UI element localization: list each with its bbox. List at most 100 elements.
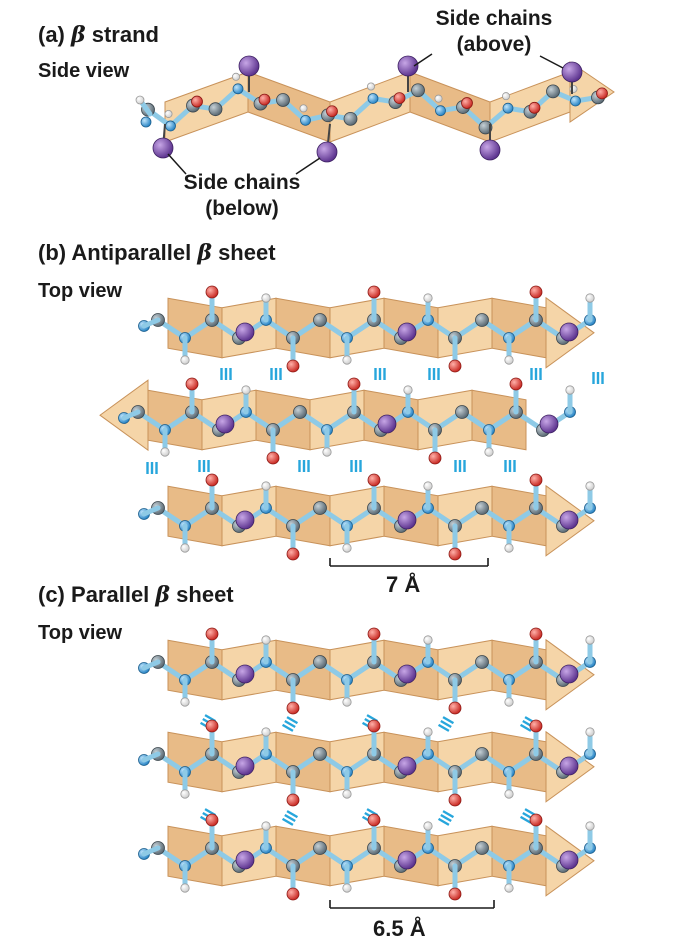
backbone-bond <box>121 409 141 421</box>
oxygen-atom <box>205 285 219 299</box>
callout-above-leader <box>413 53 433 67</box>
antiparallel-hbond <box>270 368 282 380</box>
carbon-atom <box>313 501 327 515</box>
side-chain <box>559 664 579 684</box>
ribbon-panel <box>275 731 331 793</box>
oxygen-atom <box>367 285 381 299</box>
side-chain <box>397 850 417 870</box>
hydrogen-atom <box>585 481 595 491</box>
carbon-atom <box>475 655 489 669</box>
carbon-atom <box>475 501 489 515</box>
callout-above-line2: (above) <box>456 33 532 56</box>
side-chain <box>397 322 417 342</box>
side-chain <box>235 664 255 684</box>
oxygen-atom <box>191 95 203 108</box>
scale-bar-layer <box>329 558 495 909</box>
ribbon-panel <box>437 639 493 701</box>
ribbon-panel <box>275 297 331 359</box>
hydrogen-atom <box>565 385 575 395</box>
callout-side-chains-above: Side chains (above) <box>428 6 560 58</box>
hydrogen-atom <box>261 481 271 491</box>
panel-b-view: Top view <box>38 280 123 302</box>
oxygen-atom <box>347 377 361 391</box>
panel-b-spacing-label: 7 Å <box>386 572 421 597</box>
oxygen-atom <box>448 887 462 901</box>
hydrogen-atom <box>261 727 271 737</box>
hydrogen-atom <box>403 385 413 395</box>
oxygen-atom <box>185 377 199 391</box>
panel-c-title-post: sheet <box>176 582 234 607</box>
hydrogen-atom <box>434 94 443 103</box>
side-chain <box>539 414 559 434</box>
hydrogen-atom <box>342 697 352 707</box>
side-chain-below <box>479 139 501 161</box>
hbond-dash <box>284 813 296 823</box>
side-chain <box>559 850 579 870</box>
carbon-atom <box>313 313 327 327</box>
hydrogen-atom <box>180 789 190 799</box>
hydrogen-bond-layer <box>146 368 604 826</box>
side-chain-below <box>316 141 338 163</box>
oxygen-atom <box>367 719 381 733</box>
antiparallel-hbond <box>350 460 362 472</box>
side-chain <box>397 756 417 776</box>
antiparallel-hbond <box>504 460 516 472</box>
hbond-dash <box>440 813 452 823</box>
hydrogen-atom <box>585 727 595 737</box>
hydrogen-atom <box>423 635 433 645</box>
antiparallel-hbond <box>530 368 542 380</box>
panel-c-title-pre: Parallel <box>71 582 150 607</box>
panel-a-letter: (a) <box>38 22 65 47</box>
hbond-dash <box>284 719 296 729</box>
oxygen-atom <box>448 359 462 373</box>
nitrogen-atom <box>300 114 311 126</box>
oxygen-atom <box>367 627 381 641</box>
side-chain <box>235 322 255 342</box>
oxygen-atom <box>266 451 280 465</box>
oxygen-atom <box>205 627 219 641</box>
side-chain <box>559 322 579 342</box>
panel-b-letter: (b) <box>38 240 67 265</box>
hydrogen-atom <box>585 635 595 645</box>
hydrogen-atom <box>423 727 433 737</box>
hydrogen-atom <box>585 821 595 831</box>
oxygen-atom <box>393 92 406 104</box>
carbon-atom <box>475 841 489 855</box>
hbond-dash <box>442 810 455 819</box>
carbon-atom <box>343 111 358 126</box>
ribbon-panel <box>437 825 493 887</box>
oxygen-atom <box>326 105 338 118</box>
oxygen-atom <box>205 719 219 733</box>
nitrogen-atom <box>502 102 514 114</box>
side-chain-below <box>152 137 174 159</box>
carbon-atom <box>455 405 469 419</box>
side-chain-above <box>238 55 260 77</box>
oxygen-atom <box>448 793 462 807</box>
hbond-dash <box>437 723 450 732</box>
hydrogen-atom <box>504 697 514 707</box>
side-chain <box>235 850 255 870</box>
carbon-atom <box>475 313 489 327</box>
hbond-dash <box>281 817 294 826</box>
oxygen-atom <box>367 473 381 487</box>
hbond-dash <box>286 716 299 725</box>
nitrogen-atom <box>232 83 244 95</box>
hydrogen-atom <box>504 883 514 893</box>
hydrogen-atom <box>241 385 251 395</box>
backbone-bond <box>141 751 161 763</box>
oxygen-atom <box>205 473 219 487</box>
panel-a-view: Side view <box>38 60 130 82</box>
backbone-bond <box>141 317 161 329</box>
backbone-bond <box>141 505 161 517</box>
hydrogen-atom <box>261 821 271 831</box>
oxygen-atom <box>461 97 473 109</box>
nitrogen-atom <box>165 120 176 132</box>
hydrogen-atom <box>342 883 352 893</box>
antiparallel-hbond <box>374 368 386 380</box>
antiparallel-hbond <box>298 460 310 472</box>
antiparallel-hbond <box>428 368 440 380</box>
hydrogen-atom <box>569 84 578 93</box>
hydrogen-atom <box>299 104 308 113</box>
hydrogen-atom <box>180 355 190 365</box>
hbond-dash <box>437 817 450 826</box>
